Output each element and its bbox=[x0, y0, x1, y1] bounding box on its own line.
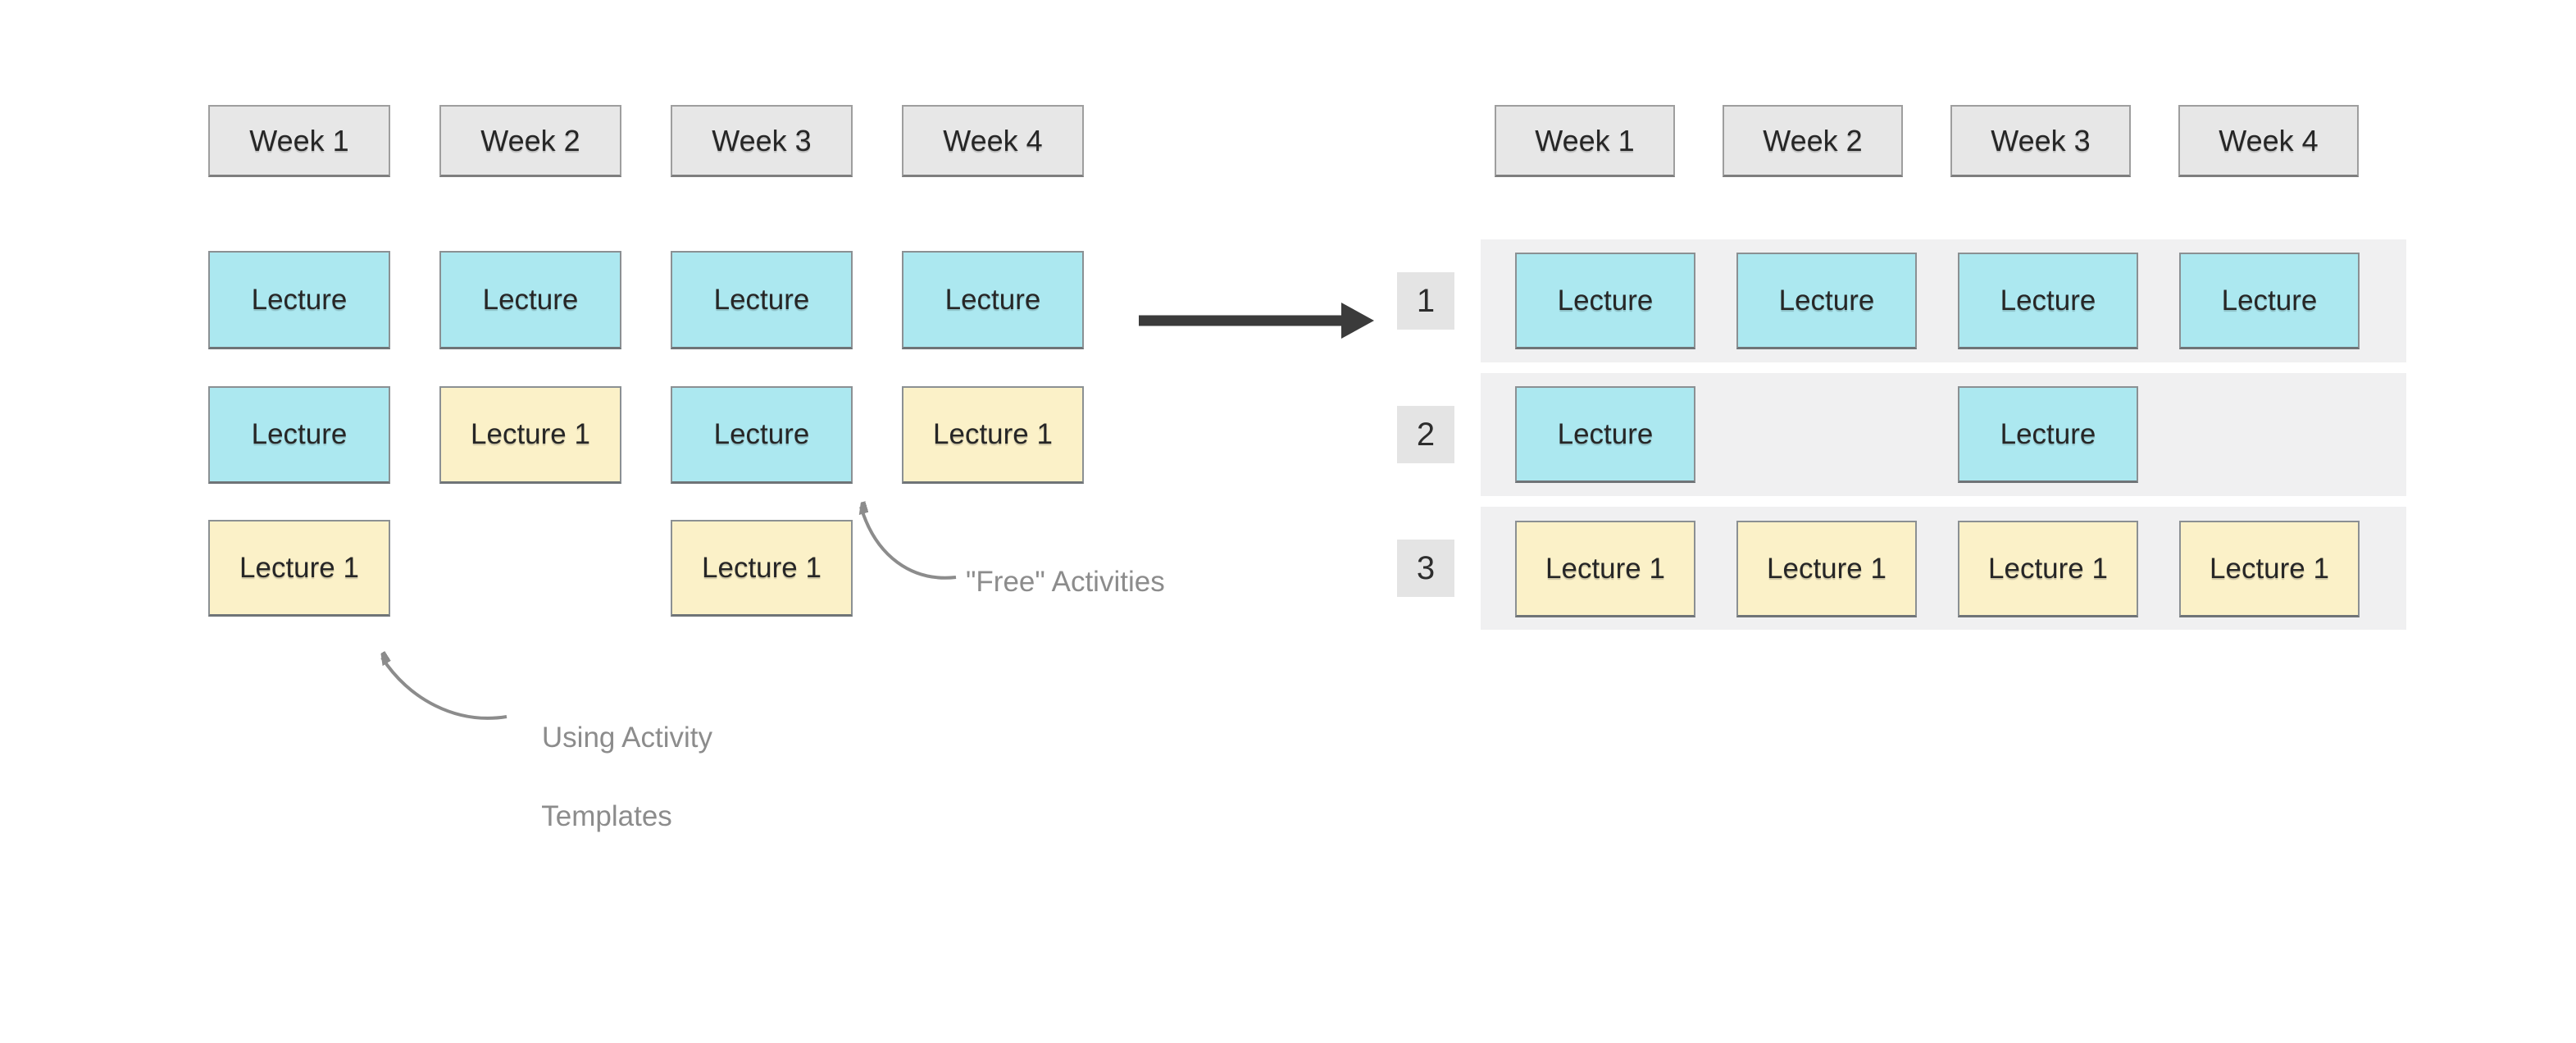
transform-arrow bbox=[1139, 303, 1374, 339]
right-activity-box: Lecture bbox=[1958, 253, 2138, 349]
left-template-activity-box: Lecture 1 bbox=[902, 386, 1084, 484]
using-templates-arrow bbox=[382, 658, 507, 720]
right-activity-box: Lecture bbox=[1958, 386, 2138, 483]
left-template-activity-box: Lecture 1 bbox=[671, 520, 853, 617]
row-number-3: 3 bbox=[1397, 540, 1454, 597]
using-templates-line2: Templates bbox=[541, 800, 672, 832]
right-activity-box: Lecture bbox=[1736, 253, 1917, 349]
free-activities-arrow bbox=[861, 507, 957, 580]
right-activity-box: Lecture bbox=[1515, 386, 1695, 483]
free-activities-label: "Free" Activities bbox=[966, 566, 1165, 598]
left-template-activity-box: Lecture 1 bbox=[208, 520, 390, 617]
right-template-activity-box: Lecture 1 bbox=[1736, 521, 1917, 617]
left-week-2-header: Week 2 bbox=[439, 105, 621, 177]
using-templates-label: Using Activity Templates bbox=[510, 679, 712, 876]
left-activity-box: Lecture bbox=[902, 251, 1084, 349]
left-activity-box: Lecture bbox=[208, 251, 390, 349]
left-activity-box: Lecture bbox=[208, 386, 390, 484]
using-templates-line1: Using Activity bbox=[541, 722, 713, 754]
right-template-activity-box: Lecture 1 bbox=[1515, 521, 1695, 617]
row-number-2: 2 bbox=[1397, 406, 1454, 463]
right-template-activity-box: Lecture 1 bbox=[2179, 521, 2360, 617]
right-activity-box: Lecture bbox=[1515, 253, 1695, 349]
right-week-4-header: Week 4 bbox=[2178, 105, 2359, 177]
left-template-activity-box: Lecture 1 bbox=[439, 386, 621, 484]
right-week-1-header: Week 1 bbox=[1495, 105, 1675, 177]
left-activity-box: Lecture bbox=[671, 386, 853, 484]
left-week-4-header: Week 4 bbox=[902, 105, 1084, 177]
left-activity-box: Lecture bbox=[439, 251, 621, 349]
right-week-2-header: Week 2 bbox=[1723, 105, 1903, 177]
right-week-3-header: Week 3 bbox=[1950, 105, 2131, 177]
right-activity-box: Lecture bbox=[2179, 253, 2360, 349]
left-activity-box: Lecture bbox=[671, 251, 853, 349]
left-week-3-header: Week 3 bbox=[671, 105, 853, 177]
left-week-1-header: Week 1 bbox=[208, 105, 390, 177]
right-template-activity-box: Lecture 1 bbox=[1958, 521, 2138, 617]
row-number-1: 1 bbox=[1397, 272, 1454, 330]
